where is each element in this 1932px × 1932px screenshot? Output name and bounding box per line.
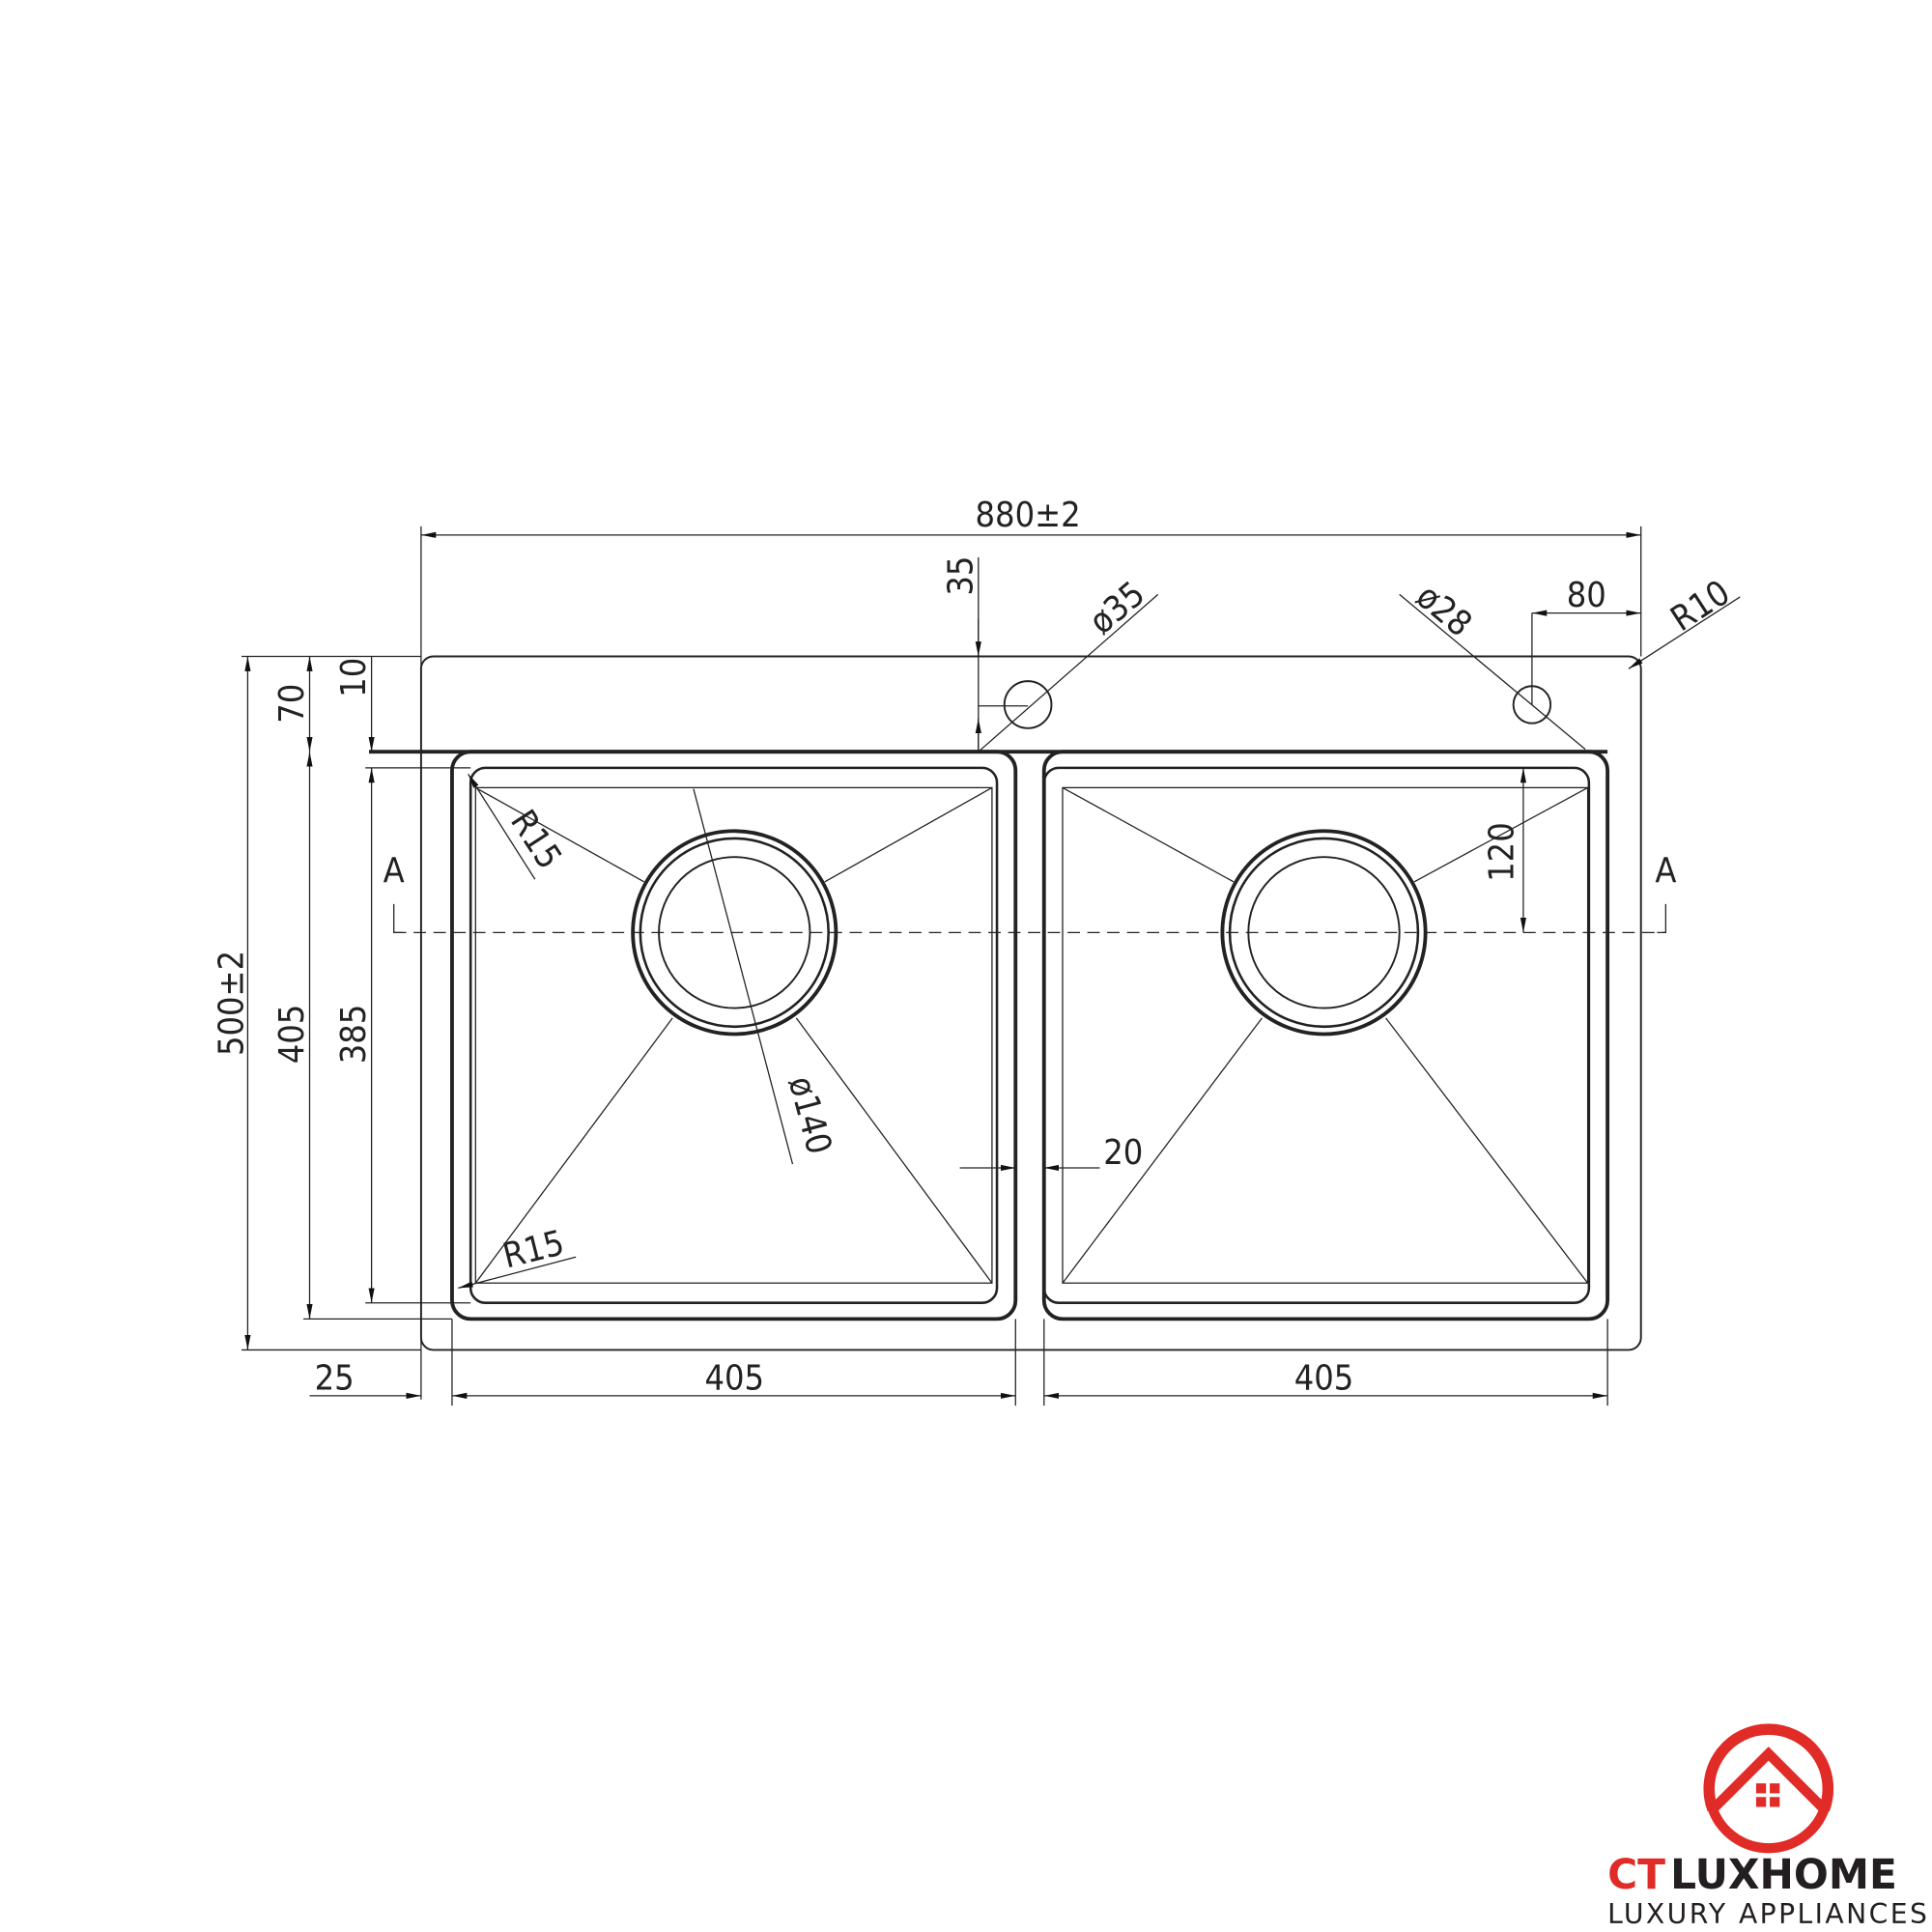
dim-bowl-radius-top: R15 (502, 804, 569, 877)
dim-front-to-bowl: 70 (272, 684, 312, 724)
dim-bowl-outer-depth: 405 (272, 1005, 312, 1065)
dimension-lines (242, 526, 1741, 1406)
dim-left-bowl-width: 405 (704, 1358, 764, 1398)
dim-tap-hole-offset: 35 (941, 556, 980, 596)
dim-corner-radius: R10 (1664, 573, 1738, 639)
dim-drain-diameter: ø140 (781, 1072, 839, 1158)
house-logo-icon (1703, 1723, 1834, 1854)
dim-bowl-radius-bottom: R15 (499, 1223, 569, 1276)
dim-overall-width: 880±2 (976, 496, 1081, 535)
dim-drain-offset: 120 (1483, 822, 1522, 882)
dim-divider-width: 20 (1103, 1133, 1143, 1173)
dim-bowl-inner-depth: 385 (334, 1005, 374, 1065)
dim-soap-hole-offset: 80 (1567, 576, 1606, 615)
dim-right-bowl-width: 405 (1294, 1358, 1354, 1398)
logo-tagline: LUXURY APPLIANCES (1607, 1898, 1927, 1930)
section-marker-left: A (384, 851, 405, 891)
dim-side-margin: 25 (315, 1358, 355, 1398)
dim-tap-hole-diameter: ø35 (1082, 574, 1152, 641)
dim-soap-hole-diameter: ø28 (1408, 577, 1479, 644)
dim-rim-offset: 10 (334, 658, 374, 697)
section-marker-right: A (1655, 851, 1676, 891)
tap-hole (1003, 680, 1053, 729)
dim-overall-depth: 500±2 (212, 951, 251, 1056)
section-line-a: A A (384, 851, 1676, 934)
